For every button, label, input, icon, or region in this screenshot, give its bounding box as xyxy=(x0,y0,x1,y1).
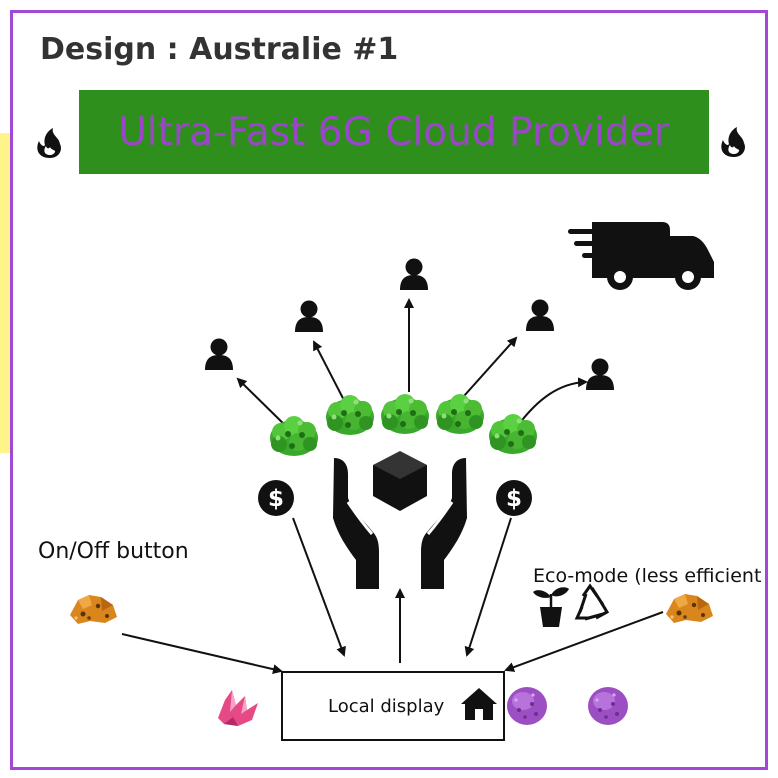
bush-icon xyxy=(436,394,484,434)
fire-icon xyxy=(37,128,61,158)
bush-icon xyxy=(489,414,537,454)
page-title: Design : Australie #1 xyxy=(40,32,399,67)
purple-rock-icon xyxy=(588,687,628,725)
dollar-coin-icon xyxy=(258,480,294,516)
eco-mode-label: Eco-mode (less efficient xyxy=(533,565,762,587)
bush-icon xyxy=(326,395,374,435)
frame-border xyxy=(10,10,768,770)
arrow xyxy=(292,517,346,657)
side-highlight-bar xyxy=(0,133,10,453)
arrow xyxy=(121,633,283,675)
user-icon xyxy=(205,338,233,370)
local-display-box xyxy=(281,671,505,741)
bush-icon xyxy=(270,416,318,456)
truck-icon xyxy=(568,222,714,290)
rock-icon xyxy=(666,594,713,623)
arrow xyxy=(504,611,664,672)
hands-box-icon xyxy=(333,451,467,589)
user-icon xyxy=(526,299,554,331)
crystal-icon xyxy=(218,690,258,726)
onoff-button-label: On/Off button xyxy=(38,539,189,564)
banner: Ultra-Fast 6G Cloud Provider xyxy=(79,90,709,174)
arrow xyxy=(515,377,588,429)
plant-icon xyxy=(533,587,569,627)
arrow xyxy=(454,336,518,407)
recycle-icon xyxy=(574,583,610,621)
arrow xyxy=(464,517,512,657)
fire-icon xyxy=(721,127,745,157)
bush-icon xyxy=(381,394,429,434)
rock-icon xyxy=(70,595,117,624)
dollar-coin-icon xyxy=(496,480,532,516)
user-icon xyxy=(586,358,614,390)
home-icon xyxy=(461,688,497,720)
user-icon xyxy=(295,300,323,332)
purple-rock-icon xyxy=(507,687,547,725)
user-icon xyxy=(400,258,428,290)
local-display-label: Local display xyxy=(328,696,445,717)
arrow xyxy=(313,340,349,409)
banner-text: Ultra-Fast 6G Cloud Provider xyxy=(118,109,670,155)
